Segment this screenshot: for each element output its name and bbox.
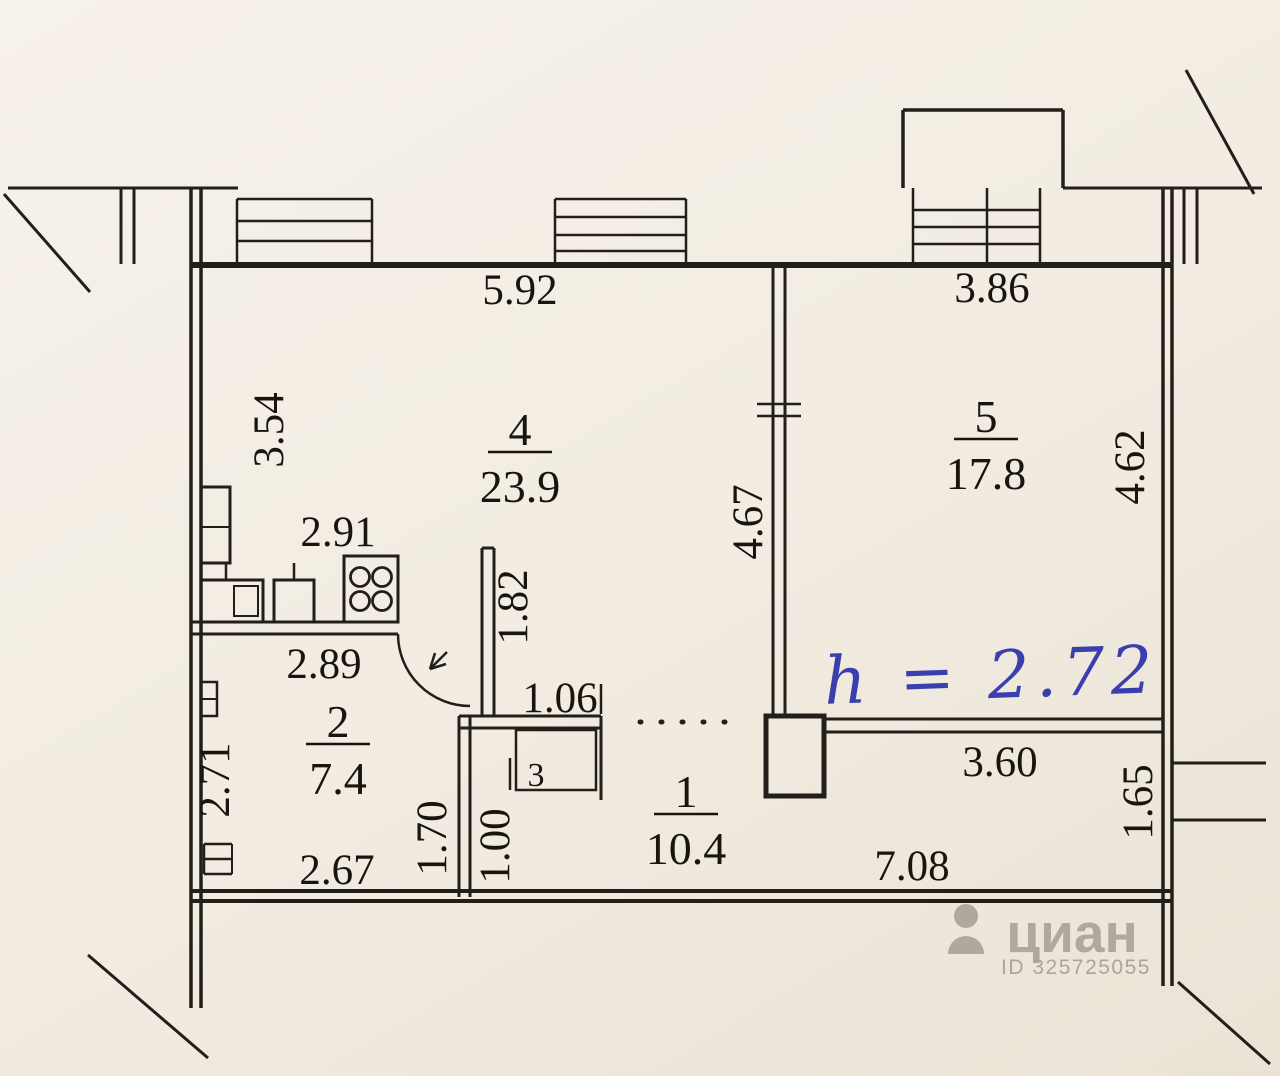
dim-room4-top: 5.92 xyxy=(482,267,557,314)
wall-kitchen-room4 xyxy=(191,620,398,636)
kitchen-fixtures xyxy=(199,485,400,876)
dim-divider-wall: 4.67 xyxy=(725,484,772,559)
dim-kitchen-width: 2.89 xyxy=(286,641,361,688)
stove xyxy=(342,554,400,624)
dim-counter-span: 2.91 xyxy=(300,509,375,556)
wall-room4-room5 xyxy=(757,265,801,716)
room-4-area: 23.9 xyxy=(480,461,561,512)
radiator-bottom xyxy=(202,842,233,876)
dim-niche: 1.06 xyxy=(522,675,597,722)
duct-pillar xyxy=(763,713,827,799)
room-labels: 4 23.9 5 17.8 2 7.4 1 10.4 3 xyxy=(306,391,1026,874)
room-2-area: 7.4 xyxy=(309,753,367,804)
sink-unit xyxy=(199,561,265,624)
dim-hall-bottom: 7.08 xyxy=(874,843,949,890)
ceiling-height-note: h = 2.72 xyxy=(823,631,1160,720)
dim-room5-top: 3.86 xyxy=(954,265,1029,312)
dim-room4-left: 3.54 xyxy=(246,392,293,467)
room-1-area: 10.4 xyxy=(646,823,727,874)
dim-bath-depth: 1.70 xyxy=(409,800,456,875)
bathroom-walls xyxy=(457,684,603,897)
dim-kitchen-left: 2.71 xyxy=(192,742,239,817)
partition-wall xyxy=(480,546,496,716)
kitchen-door xyxy=(396,633,471,708)
balcony-outline xyxy=(901,108,1065,188)
room-label-1: 1 10.4 xyxy=(646,766,727,874)
dim-partition: 1.82 xyxy=(490,569,537,644)
person-icon xyxy=(948,904,984,954)
room-label-5: 5 17.8 xyxy=(946,391,1027,499)
room-1-number: 1 xyxy=(675,766,698,817)
room-3-number: 3 xyxy=(528,757,545,794)
watermark-brand: циан xyxy=(1006,902,1137,964)
dimension-labels: 5.92 3.86 2.91 2.89 1.06 2.67 7.08 3.60 … xyxy=(192,265,1162,894)
room-4-number: 4 xyxy=(509,404,532,455)
wall-room5-hall xyxy=(824,717,1163,734)
room-label-4: 4 23.9 xyxy=(480,404,561,512)
window-2 xyxy=(553,197,688,265)
watermark-id: ID 325725055 xyxy=(1001,956,1151,979)
door-swing-arrow xyxy=(428,651,448,671)
dim-room5-right: 4.62 xyxy=(1107,429,1154,504)
dim-kitchen-bottom: 2.67 xyxy=(299,847,374,894)
room-5-number: 5 xyxy=(975,391,998,442)
dim-hall-right: 1.65 xyxy=(1115,764,1162,839)
room-2-number: 2 xyxy=(327,696,350,747)
appliance-unit xyxy=(272,563,316,624)
radiator-small xyxy=(199,680,219,718)
bathroom-door-leaf xyxy=(514,728,598,792)
room-5-area: 17.8 xyxy=(946,448,1027,499)
door-arc xyxy=(396,633,471,708)
room-label-2: 2 7.4 xyxy=(306,696,370,804)
dim-hall-upper: 3.60 xyxy=(962,739,1037,786)
window-1 xyxy=(235,197,374,265)
windows xyxy=(235,188,1042,265)
counter-unit xyxy=(199,485,232,565)
dim-bath-width: 1.00 xyxy=(472,808,519,883)
watermark: циан ID 325725055 xyxy=(948,902,1151,979)
window-3-balcony-door xyxy=(911,188,1042,265)
